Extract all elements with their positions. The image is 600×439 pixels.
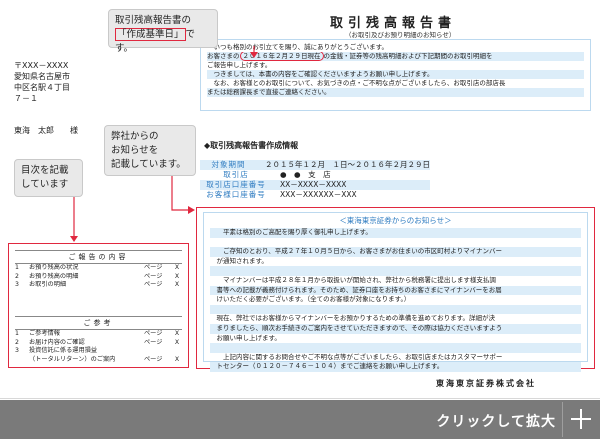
address-block: 〒XXX－XXXX 愛知県名古屋市 中区名駅４丁目 ７－１	[14, 60, 70, 104]
info-row: お客様口座番号 XXX－XXXXXX－XXX	[200, 190, 430, 200]
notice-line: ご存知のとおり、平成２７年１０月５日から、お客さまがお住まいの市区町村よりマイナ…	[210, 247, 581, 257]
recipient-name: 東海 太郎 様	[14, 126, 78, 135]
info-value: XXX－XXXXXX－XXX	[280, 190, 357, 199]
intro-line: いつも格別のお引立てを賜り、誠にありがとうございます。	[213, 43, 388, 51]
date-label-highlight: 「作成基準日」	[115, 28, 186, 41]
notice-line: トセンター（０１２０－７４６－１０４）までご連絡をお願い申し上げます。	[210, 362, 581, 372]
info-row: 取引店口座番号 XX－XXXX－XXXX	[200, 180, 430, 190]
arrowhead-notice	[188, 206, 195, 214]
arrowhead-toc	[70, 236, 78, 242]
notice-line: が通知されます。	[216, 256, 268, 265]
notice-line	[210, 266, 581, 276]
notice-line: 書等への記載が義務付けられます。そのため、証券口座をお持ちのお客さまにマイナンバ…	[210, 285, 581, 296]
notice-highlight-frame: ＜東海東京証券からのお知らせ＞ 平素は格別のご高配を賜り厚く御礼申し上げます。 …	[196, 207, 595, 372]
report-date-highlight: ２０１６年２月２９日現在	[239, 52, 324, 61]
address-line: ７－１	[14, 94, 38, 103]
notice-box: ＜東海東京証券からのお知らせ＞ 平素は格別のご高配を賜り厚く御礼申し上げます。 …	[203, 212, 588, 372]
document-title: 取引残高報告書	[330, 16, 457, 31]
zoom-banner[interactable]	[0, 400, 600, 439]
notice-line: 平素は格別のご高配を賜り厚く御礼申し上げます。	[210, 228, 581, 238]
callout-report-date: 取引残高報告書の 「作成基準日」です。	[108, 9, 218, 54]
arrowhead-date	[250, 52, 258, 58]
info-value: ２０１５年１２月 １日～２０１６年２月２９日	[265, 160, 430, 169]
toc-heading: ご参考	[15, 316, 182, 330]
callout-connectors	[70, 46, 258, 242]
zoom-label[interactable]: クリックして拡大	[436, 414, 556, 430]
info-value: XX－XXXX－XXXX	[280, 180, 347, 189]
plus-icon[interactable]	[562, 402, 599, 437]
intro-line: または総務課長まで直接ご連絡ください。	[207, 88, 584, 97]
address-line: 〒XXX－XXXX	[14, 61, 69, 70]
intro-line: つきましては、本書の内容をご確認くださいますようお願い申し上げます。	[207, 70, 584, 79]
intro-line: なお、お客様とのお取引について、お気づきの点・ご不明な点がございましたら、お取引…	[213, 79, 506, 87]
callout-notice: 弊社からの お知らせを 記載しています。	[104, 125, 196, 176]
document-subtitle: （お取引及びお預り明細のお知らせ）	[345, 31, 456, 39]
report-sheet[interactable]: 取引残高報告書 （お取引及びお預り明細のお知らせ） 〒XXX－XXXX 愛知県名…	[0, 0, 600, 399]
notice-line: お願い申し上げます。	[216, 333, 281, 342]
address-line: 愛知県名古屋市	[14, 72, 70, 81]
notice-line: マイナンバーは平成２８年１月から取扱いが開始され、弊社から税務署に提出します様支…	[223, 275, 496, 284]
info-key: 取引店	[223, 170, 249, 179]
toc-heading: ご報告の内容	[15, 250, 182, 264]
info-row: 取引店 ● ● 支 店	[200, 170, 430, 180]
callout-toc: 目次を記載 しています	[14, 159, 83, 197]
notice-line: けいただく必要がございます。（全てのお客様が対象になります。）	[216, 295, 411, 304]
notice-line: まりましたら、順次お手続きのご案内をさせていただきますので、その際は協力ください…	[210, 323, 581, 334]
notice-line: 現在、弊社ではお客様からマイナンバーをお預かりするための準備を進めております。詳…	[216, 314, 496, 323]
notice-line: 上記内容に関するお問合せやご不明な点等がございましたら、お取引店またはカスタマー…	[223, 352, 503, 361]
notice-line	[210, 304, 581, 315]
connector-notice	[171, 175, 190, 211]
address-line: 中区名駅４丁目	[14, 83, 70, 92]
info-key: 対象期間	[211, 160, 246, 169]
notice-line	[210, 343, 581, 353]
info-row: 対象期間 ２０１５年１２月 １日～２０１６年２月２９日	[200, 160, 430, 170]
notice-heading: ＜東海東京証券からのお知らせ＞	[339, 216, 452, 225]
info-key: 取引店口座番号	[206, 180, 266, 189]
company-name: 東海東京証券株式会社	[436, 379, 536, 388]
intro-line: ご報告申し上げます。	[207, 61, 272, 69]
info-key: お客様口座番号	[206, 190, 266, 199]
notice-body: 平素は格別のご高配を賜り厚く御礼申し上げます。 ご存知のとおり、平成２７年１０月…	[204, 226, 587, 374]
info-table: 対象期間 ２０１５年１２月 １日～２０１６年２月２９日 取引店 ● ● 支 店 …	[200, 160, 430, 200]
info-value: ● ● 支 店	[280, 170, 331, 179]
info-heading: ◆取引残高報告書作成情報	[204, 141, 299, 150]
toc-item: （トータルリターン）のご案内ページ X	[29, 355, 180, 363]
